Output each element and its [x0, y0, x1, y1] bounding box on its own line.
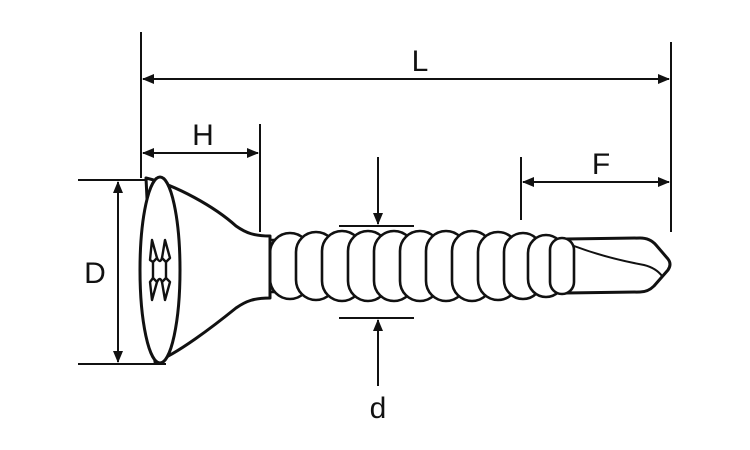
screw-drawing [138, 175, 672, 365]
thread-crest [548, 236, 576, 296]
label-L: L [412, 45, 429, 78]
drill-tip-flute [573, 245, 663, 277]
screw-thread [264, 229, 576, 303]
screw-head-face [138, 175, 182, 365]
extension-lines [78, 32, 672, 365]
dimension-arrows [113, 74, 670, 386]
label-D: D [84, 257, 106, 290]
phillips-recess-icon [148, 238, 172, 302]
label-H: H [192, 119, 214, 152]
label-F: F [592, 148, 610, 181]
screw-drill-tip [564, 236, 672, 295]
label-small-d: d [370, 392, 387, 425]
